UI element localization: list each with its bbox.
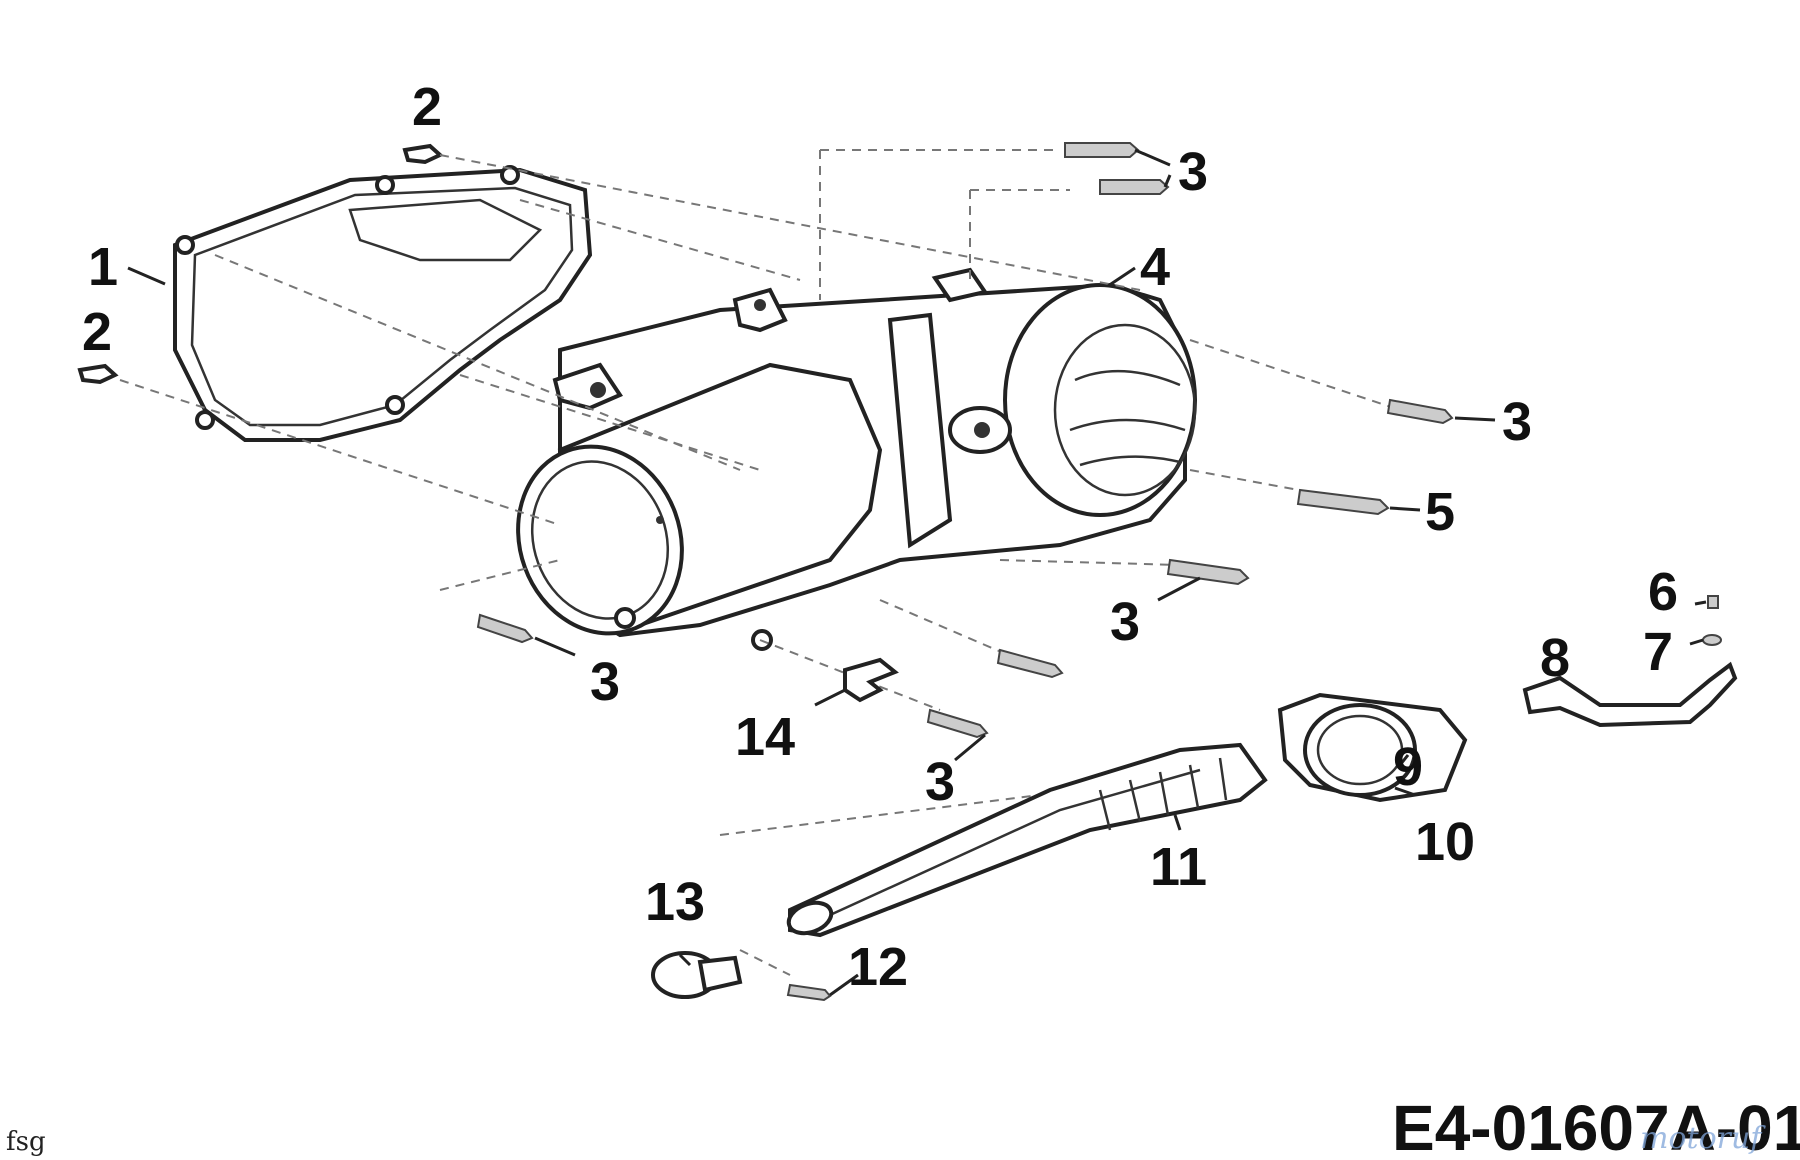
callout-6: 6 xyxy=(1648,562,1678,622)
part-12-screw xyxy=(786,983,832,1002)
callout-3: 3 xyxy=(1110,592,1140,652)
part-13-cap xyxy=(651,951,743,999)
part-11-duct-hose xyxy=(786,742,1268,938)
part-3-bolts xyxy=(476,142,1454,739)
callout-14: 14 xyxy=(735,707,795,767)
part-6-nut xyxy=(1707,595,1719,609)
part-10-flange xyxy=(1277,692,1468,803)
part-4-crankcase-cover xyxy=(516,267,1197,651)
callout-13: 13 xyxy=(645,872,705,932)
callout-4: 4 xyxy=(1140,237,1170,297)
part-14-clip xyxy=(843,657,899,703)
part-2-clip-left xyxy=(77,363,119,385)
footer-tag: fsg xyxy=(6,1127,46,1157)
callout-2: 2 xyxy=(82,302,112,362)
leader-lines xyxy=(127,148,1707,997)
callout-11: 11 xyxy=(1150,837,1207,897)
part-7-washer xyxy=(1702,634,1722,646)
callout-labels: 1 2 2 3 3 3 3 3 3 4 5 6 7 8 9 10 11 12 1… xyxy=(82,77,1678,997)
callout-3: 3 xyxy=(590,652,620,712)
part-5-bolt xyxy=(1296,488,1390,516)
part-8-bracket xyxy=(1522,661,1738,728)
callout-9: 9 xyxy=(1393,737,1423,797)
callout-1: 1 xyxy=(88,237,118,297)
part-2-clip-top xyxy=(402,143,444,165)
callout-10: 10 xyxy=(1415,812,1475,872)
callout-3: 3 xyxy=(1502,392,1532,452)
callout-7: 7 xyxy=(1643,622,1673,682)
callout-3: 3 xyxy=(1178,142,1208,202)
drawing-code: E4-01607A-01 xyxy=(1392,1092,1800,1160)
part-1-gasket xyxy=(173,165,593,442)
callout-3: 3 xyxy=(925,752,955,812)
callout-2: 2 xyxy=(412,77,442,137)
callout-5: 5 xyxy=(1425,482,1455,542)
watermark: motoruf xyxy=(1640,1121,1766,1156)
callout-12: 12 xyxy=(848,937,908,997)
callout-8: 8 xyxy=(1540,628,1570,688)
